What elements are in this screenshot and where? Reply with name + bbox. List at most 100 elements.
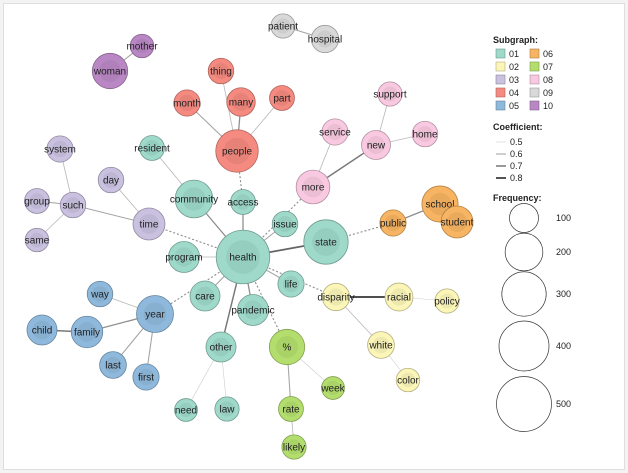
node-community[interactable]: community xyxy=(170,179,218,219)
node-core-student xyxy=(447,212,467,232)
node-people[interactable]: people xyxy=(215,129,259,173)
node-first[interactable]: first xyxy=(132,363,160,391)
node-rate[interactable]: rate xyxy=(278,396,304,422)
node-label-policy: policy xyxy=(434,297,460,308)
legend-swatch-04 xyxy=(495,87,506,98)
node-other[interactable]: other xyxy=(205,331,237,363)
node-need[interactable]: need xyxy=(174,398,198,422)
node-color[interactable]: color xyxy=(395,367,421,393)
node-core-group xyxy=(29,193,45,209)
node-week[interactable]: week xyxy=(320,376,346,400)
legend-subgraph-label-05: 05 xyxy=(509,101,519,111)
legend-subgraph-title: Subgraph: xyxy=(493,35,538,45)
node-core-home xyxy=(417,126,433,142)
node-resident[interactable]: resident xyxy=(134,135,170,161)
node-family[interactable]: family xyxy=(70,315,104,349)
node-student[interactable]: student xyxy=(441,205,474,239)
node-core-hospital xyxy=(316,30,334,48)
node-label-care: care xyxy=(195,292,215,303)
legend-coefficient-item-2: 0.7 xyxy=(496,161,523,171)
node-child[interactable]: child xyxy=(26,314,58,346)
node-label-patient: patient xyxy=(268,22,298,33)
node-public[interactable]: public xyxy=(379,209,407,237)
node-label-many: many xyxy=(229,98,253,109)
node-last[interactable]: last xyxy=(99,351,127,379)
node-label-time: time xyxy=(140,220,159,231)
node-new[interactable]: new xyxy=(361,130,391,160)
legend-subgraph-label-06: 06 xyxy=(543,49,553,59)
node-likely[interactable]: likely xyxy=(281,434,307,460)
node-year[interactable]: year xyxy=(136,295,174,333)
node-such[interactable]: such xyxy=(59,191,87,219)
node-core-mother xyxy=(134,38,150,54)
node-health[interactable]: health xyxy=(215,229,271,285)
node-month[interactable]: month xyxy=(173,89,201,117)
node-policy[interactable]: policy xyxy=(434,288,460,314)
node-label-family: family xyxy=(74,328,100,339)
node-issue[interactable]: issue xyxy=(271,210,299,238)
node-access[interactable]: access xyxy=(227,189,259,215)
node-label-rate: rate xyxy=(282,405,300,416)
legend-subgraph-item-10: 10 xyxy=(529,100,553,111)
node-way[interactable]: way xyxy=(86,280,114,308)
node-part[interactable]: part xyxy=(269,85,295,111)
node-label-health: health xyxy=(229,253,256,264)
legend-subgraph-item-04: 04 xyxy=(495,87,519,98)
legend-subgraph-label-07: 07 xyxy=(543,62,553,72)
node-hospital[interactable]: hospital xyxy=(308,24,342,54)
legend-swatch-06 xyxy=(529,48,540,59)
node-label-percent: % xyxy=(283,343,292,354)
node-racial[interactable]: racial xyxy=(384,282,414,312)
node-support[interactable]: support xyxy=(373,81,407,107)
node-core-year xyxy=(143,302,167,326)
node-label-white: white xyxy=(368,341,393,352)
legend-swatch-07 xyxy=(529,61,540,72)
node-law[interactable]: law xyxy=(214,396,240,422)
legend-coefficient-label-3: 0.8 xyxy=(510,173,523,183)
node-core-life xyxy=(282,275,300,293)
node-same[interactable]: same xyxy=(25,227,50,253)
node-percent[interactable]: % xyxy=(268,328,306,366)
legend-frequency-item-0: 100 xyxy=(509,203,571,233)
node-core-community xyxy=(182,187,206,211)
node-program[interactable]: program xyxy=(165,241,203,273)
node-white[interactable]: white xyxy=(367,331,395,359)
node-patient[interactable]: patient xyxy=(268,13,298,39)
node-core-rate xyxy=(283,401,299,417)
node-many[interactable]: many xyxy=(226,87,256,117)
node-disparity[interactable]: disparity xyxy=(317,282,355,312)
node-woman[interactable]: woman xyxy=(91,52,129,90)
legend-frequency-label-1: 200 xyxy=(556,247,571,257)
legend-frequency-circle-0 xyxy=(509,203,539,233)
node-core-thing xyxy=(213,63,229,79)
node-label-student: student xyxy=(441,218,474,229)
node-core-disparity xyxy=(327,288,345,306)
node-group[interactable]: group xyxy=(24,188,50,214)
legend-subgraph-label-01: 01 xyxy=(509,49,519,59)
node-day[interactable]: day xyxy=(97,166,125,194)
node-pandemic[interactable]: pandemic xyxy=(231,294,275,326)
node-system[interactable]: system xyxy=(44,135,76,163)
legend-coefficient-item-3: 0.8 xyxy=(496,173,523,183)
node-life[interactable]: life xyxy=(277,270,305,298)
node-core-white xyxy=(372,336,390,354)
node-thing[interactable]: thing xyxy=(207,57,235,85)
legend-coefficient-label-1: 0.6 xyxy=(510,149,523,159)
legend-swatch-02 xyxy=(495,61,506,72)
node-home[interactable]: home xyxy=(411,120,439,148)
node-core-part xyxy=(274,90,290,106)
legend-coefficient-title: Coefficient: xyxy=(493,122,543,132)
legend-swatch-05 xyxy=(495,100,506,111)
node-time[interactable]: time xyxy=(132,207,166,241)
node-mother[interactable]: mother xyxy=(126,33,158,59)
node-service[interactable]: service xyxy=(319,118,351,146)
node-state[interactable]: state xyxy=(303,219,349,265)
legend-frequency-item-2: 300 xyxy=(501,271,571,317)
node-label-likely: likely xyxy=(283,443,305,454)
node-more[interactable]: more xyxy=(295,169,331,205)
node-label-resident: resident xyxy=(134,144,170,155)
legend-frequency-circle-1 xyxy=(504,232,544,272)
node-care[interactable]: care xyxy=(189,280,221,312)
